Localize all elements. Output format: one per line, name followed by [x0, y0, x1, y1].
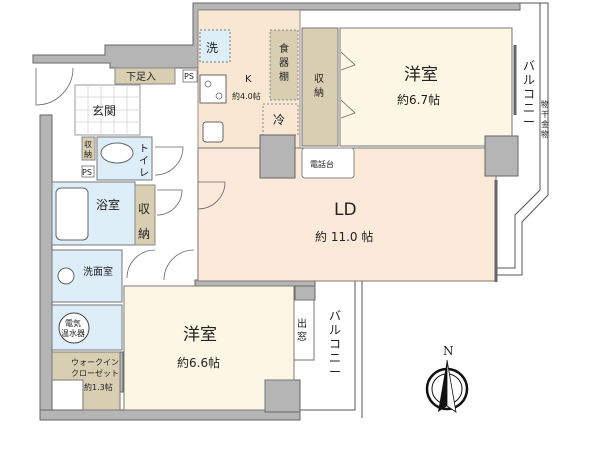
- laundry-space: [199, 29, 231, 63]
- toilet-label: レ: [139, 168, 149, 179]
- kitchen-size: 約4.0帖: [232, 91, 261, 101]
- water-heater-icon: [58, 312, 90, 344]
- storage-toilet: [81, 136, 96, 161]
- ps-left: [81, 165, 95, 178]
- drying-rack-label: 物: [541, 129, 549, 139]
- cupboard-label: 器: [279, 57, 289, 69]
- toilet-label: イ: [139, 156, 149, 167]
- washbasin-icon: [57, 267, 75, 285]
- bedroom-top-label: 洋室: [404, 65, 438, 85]
- balcony-label: バ: [329, 309, 341, 323]
- walk-in-size: 約1.3帖: [84, 382, 113, 392]
- cupboard: [269, 29, 299, 101]
- entrance-label: 玄関: [92, 103, 116, 118]
- fridge-label: 冷: [273, 113, 285, 127]
- balcony-label: ル: [523, 73, 535, 87]
- top-wall: [32, 2, 521, 69]
- bedroom-bottom-label: 洋室: [183, 325, 217, 345]
- balcony-label: ニ: [523, 101, 535, 115]
- bedroom-bottom: [123, 285, 295, 411]
- storage-mid: [134, 184, 156, 246]
- entrance-tiles: [75, 85, 140, 135]
- bottom-wall: [39, 409, 301, 421]
- storage-label: 納: [138, 227, 150, 241]
- bathroom-label: 浴室: [96, 197, 120, 212]
- balcony-label: コ: [523, 87, 535, 101]
- bay-window-label: 窓: [297, 330, 307, 343]
- balcony-label: ニ: [329, 351, 341, 365]
- burner-icon: [215, 92, 223, 100]
- compass-icon: N: [425, 344, 469, 413]
- walk-in-label: クローゼット: [71, 368, 119, 378]
- cupboard-label: 棚: [279, 70, 289, 83]
- storage-label: 納: [84, 149, 92, 159]
- walk-in-closet: [51, 351, 121, 411]
- balcony-label: ー: [523, 115, 535, 129]
- door-icon: [197, 181, 226, 210]
- ld-size: 約 11.0 帖: [315, 229, 373, 244]
- phone-stand-label: 電話台: [310, 159, 334, 169]
- drying-rack-label: 物: [541, 99, 549, 109]
- cupboard-label: 食: [279, 42, 289, 55]
- washroom-door-icon: [126, 249, 156, 279]
- shoe-box: [114, 67, 176, 85]
- burner-icon: [204, 80, 212, 88]
- drying-rack-label: 金: [541, 119, 549, 129]
- shoe-box-label: 下足入: [126, 71, 156, 83]
- walk-in-label: ウォークイン: [71, 358, 119, 367]
- toilet-label: ト: [139, 144, 149, 155]
- bathtub-icon: [55, 187, 89, 241]
- balcony-label: ル: [329, 323, 341, 337]
- water-heater-label: 電気: [65, 318, 81, 328]
- storage-label: 納: [314, 86, 324, 99]
- bedroom-bottom-size: 約6.6帖: [177, 355, 220, 370]
- compass-north-label: N: [443, 344, 454, 358]
- kitchen-label: K: [245, 74, 252, 85]
- ld-label: LD: [334, 200, 357, 220]
- bedroom-top-size: 約6.7帖: [397, 92, 440, 107]
- stove: [199, 74, 227, 104]
- ps-label: PS: [184, 72, 194, 81]
- fridge-space: [262, 103, 299, 136]
- drying-rack-label: 干: [541, 110, 549, 119]
- wall-block: [264, 379, 301, 413]
- washroom-label: 洗面室: [83, 265, 113, 278]
- ps-label: PS: [82, 168, 92, 177]
- storage-label: 収: [84, 139, 92, 149]
- left-wall: [39, 114, 53, 421]
- balcony-label: ー: [329, 365, 341, 379]
- toilet-door-icon: [154, 146, 184, 176]
- storage-label: 収: [314, 73, 324, 85]
- ps-top: [182, 69, 198, 83]
- toilet-icon: [100, 142, 134, 164]
- sink-icon: [202, 121, 224, 143]
- balcony-outline: [295, 2, 541, 411]
- bedroom-door-icon: [163, 249, 195, 281]
- phone-stand: [301, 147, 355, 179]
- laundry-label: 洗: [206, 41, 218, 55]
- entrance-door-icon: [35, 67, 74, 106]
- balcony-label: バ: [523, 59, 535, 73]
- storage-label: 収: [138, 202, 150, 216]
- bay-window-label: 出: [297, 317, 307, 330]
- storage-top: [301, 27, 339, 147]
- balcony-label: コ: [329, 337, 341, 351]
- storage-door-icon: [156, 189, 183, 216]
- pillar: [484, 135, 519, 177]
- bedroom-top: [339, 27, 513, 147]
- water-heater-label: 温水器: [61, 328, 85, 338]
- folding-door-icon: [340, 51, 356, 119]
- pillar: [259, 134, 296, 179]
- bay-window: [293, 299, 315, 361]
